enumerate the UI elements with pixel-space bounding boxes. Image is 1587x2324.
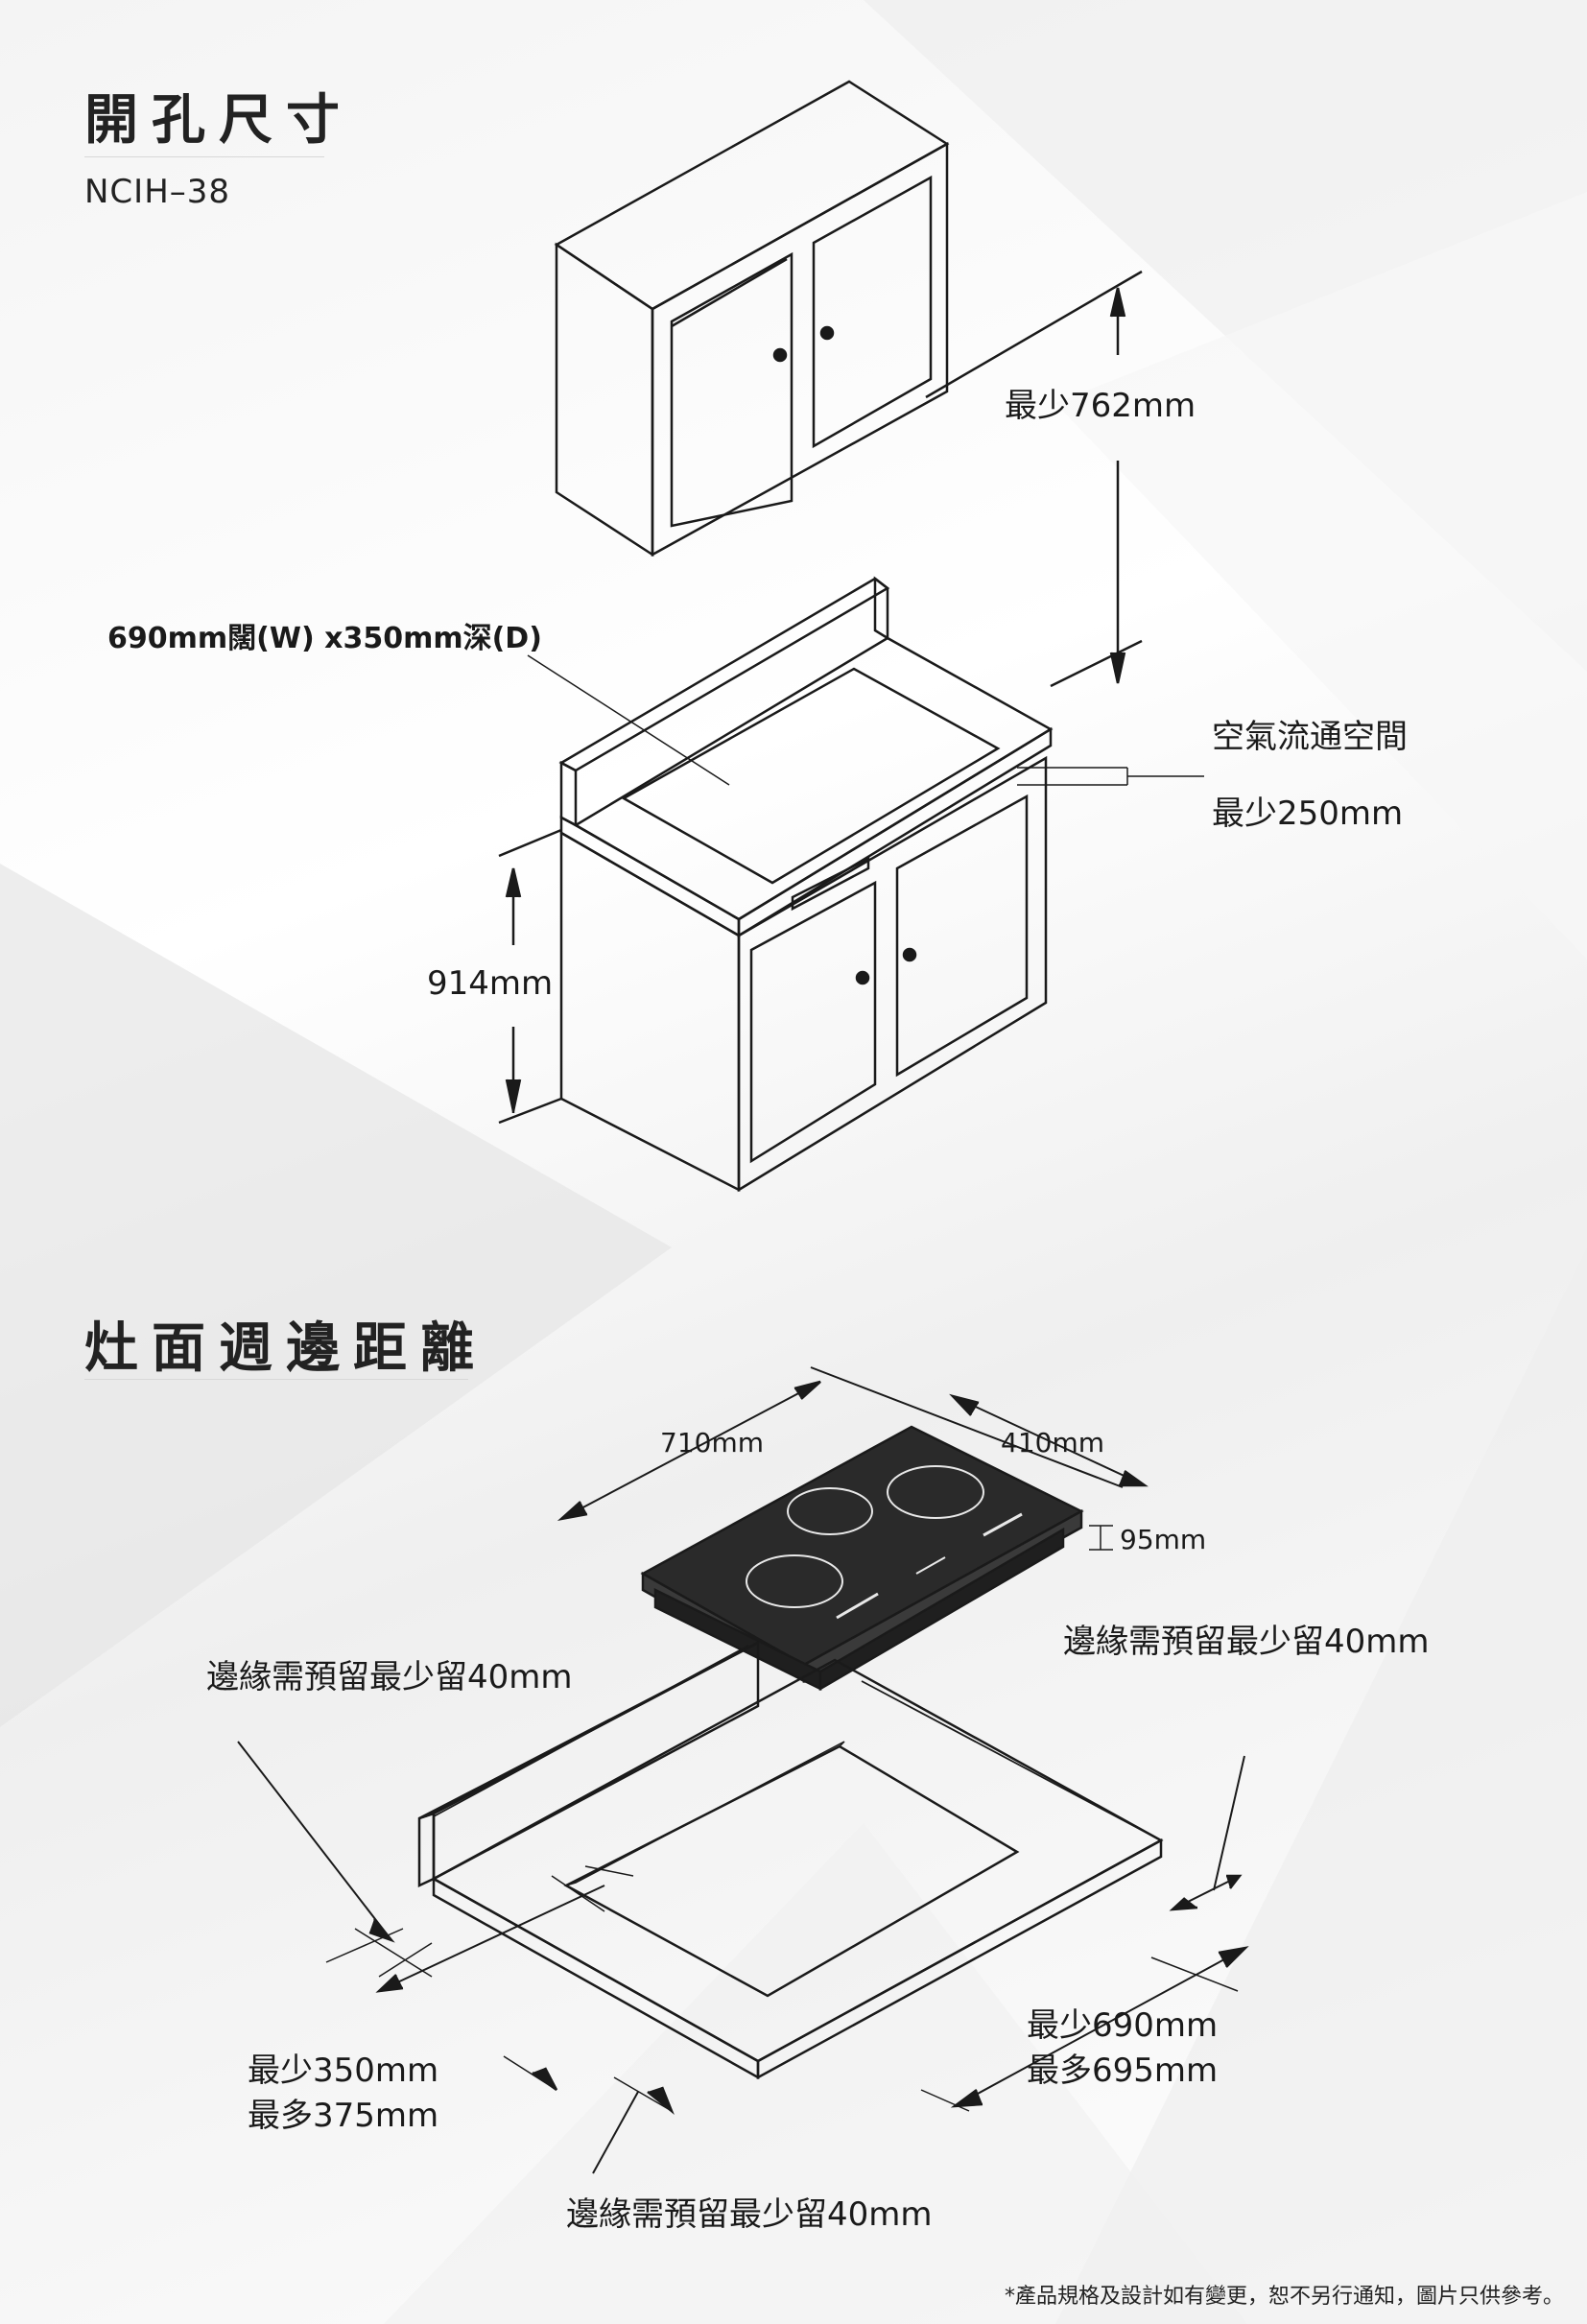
right-margin-label: 邊緣需預留最少留40mm: [1063, 1623, 1430, 1661]
airflow-title: 空氣流通空間: [1212, 718, 1408, 756]
hob-width-label: 710mm: [660, 1427, 764, 1458]
title-divider: [84, 156, 324, 157]
model-number: NCIH–38: [84, 173, 231, 211]
cutout-width-min: 最少690mm: [1027, 2006, 1219, 2045]
left-margin-label: 邊緣需預留最少留40mm: [206, 1658, 573, 1696]
cutout-width-max: 最多695mm: [1027, 2051, 1219, 2090]
hob-unit: [640, 1425, 1084, 1692]
cutout-size-label: 690mm闊(W) x350mm深(D): [107, 622, 542, 655]
section-title-clearance: 灶面週邊距離: [84, 1317, 487, 1380]
disclaimer-note: *產品規格及設計如有變更，恕不另行通知，圖片只供參考。: [1004, 2285, 1564, 2309]
hob-height-label: 95mm: [1120, 1524, 1207, 1555]
cutout-depth-min: 最少350mm: [248, 2051, 439, 2090]
hob-depth-label: 410mm: [1001, 1427, 1104, 1458]
title-divider-2: [84, 1379, 468, 1380]
upper-cabinet: [554, 80, 950, 557]
counter-height-label: 914mm: [427, 964, 554, 1003]
bottom-margin-label: 邊緣需預留最少留40mm: [566, 2195, 933, 2234]
cutout-depth-max: 最多375mm: [248, 2097, 439, 2135]
upper-clearance-label: 最少762mm: [1005, 387, 1196, 425]
airflow-value: 最少250mm: [1212, 794, 1404, 833]
section-title-cutout: 開孔尺寸: [84, 89, 353, 152]
